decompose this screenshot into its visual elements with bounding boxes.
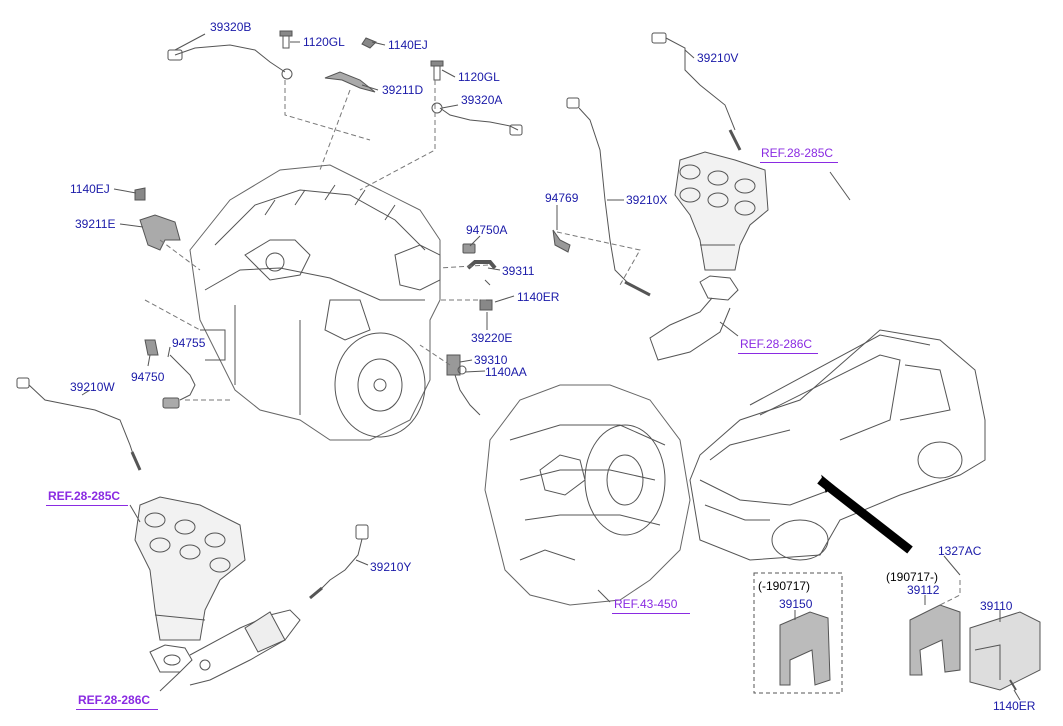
ref-underline	[738, 353, 818, 354]
part-label-1140ej[interactable]: 1140EJ	[388, 38, 428, 52]
part-label-39210w[interactable]: 39210W	[70, 380, 115, 394]
ref-28-285c-lower[interactable]: REF.28-285C	[48, 489, 121, 503]
part-label-39210y[interactable]: 39210Y	[370, 560, 412, 574]
ref-28-286c-upper[interactable]: REF.28-286C	[740, 337, 813, 351]
part-label-94769[interactable]: 94769	[545, 191, 579, 205]
part-label-1140aa[interactable]: 1140AA	[485, 365, 527, 379]
ref-underline	[760, 162, 838, 163]
sensor-parts	[16, 30, 742, 600]
ref-underline	[612, 613, 690, 614]
date-range-label-from: (190717-)	[886, 570, 939, 584]
part-label-1140er[interactable]: 1140ER	[517, 290, 560, 304]
part-label-1120gl[interactable]: 1120GL	[303, 35, 345, 49]
ref-underline	[46, 505, 128, 506]
part-label-94750[interactable]: 94750	[131, 370, 165, 384]
date-range-label-until: (-190717)	[758, 579, 811, 593]
exhaust-manifold-lower	[134, 496, 301, 686]
ref-28-285c-upper[interactable]: REF.28-285C	[761, 146, 834, 160]
part-label-39150[interactable]: 39150	[779, 597, 813, 611]
part-label-39311[interactable]: 39311	[502, 264, 535, 278]
part-label-39320b[interactable]: 39320B	[210, 20, 252, 34]
engine-illustration	[189, 164, 441, 441]
part-label-39310[interactable]: 39310	[474, 353, 508, 367]
ref-43-450[interactable]: REF.43-450	[614, 597, 678, 611]
part-label-39210v[interactable]: 39210V	[697, 51, 739, 65]
part-label-1120gl-2[interactable]: 1120GL	[458, 70, 500, 84]
part-label-39211d[interactable]: 39211D	[382, 83, 424, 97]
transmission-illustration	[484, 384, 691, 606]
part-label-1140ej-2[interactable]: 1140EJ	[70, 182, 110, 196]
part-label-39112[interactable]: 39112	[907, 583, 940, 597]
vehicle-illustration	[689, 329, 986, 561]
exhaust-manifold-upper	[649, 151, 769, 361]
part-label-39110[interactable]: 39110	[980, 599, 1013, 613]
part-label-39320a[interactable]: 39320A	[461, 93, 503, 107]
part-label-1327ac[interactable]: 1327AC	[938, 544, 982, 558]
part-label-39210x[interactable]: 39210X	[626, 193, 668, 207]
part-label-94750a[interactable]: 94750A	[466, 223, 508, 237]
ref-underline	[76, 709, 158, 710]
part-label-1140er-2[interactable]: 1140ER	[993, 699, 1036, 713]
part-label-94755[interactable]: 94755	[172, 336, 206, 350]
part-label-39220e[interactable]: 39220E	[471, 331, 513, 345]
ref-28-286c-lower[interactable]: REF.28-286C	[78, 693, 151, 707]
part-label-39211e[interactable]: 39211E	[75, 217, 116, 231]
